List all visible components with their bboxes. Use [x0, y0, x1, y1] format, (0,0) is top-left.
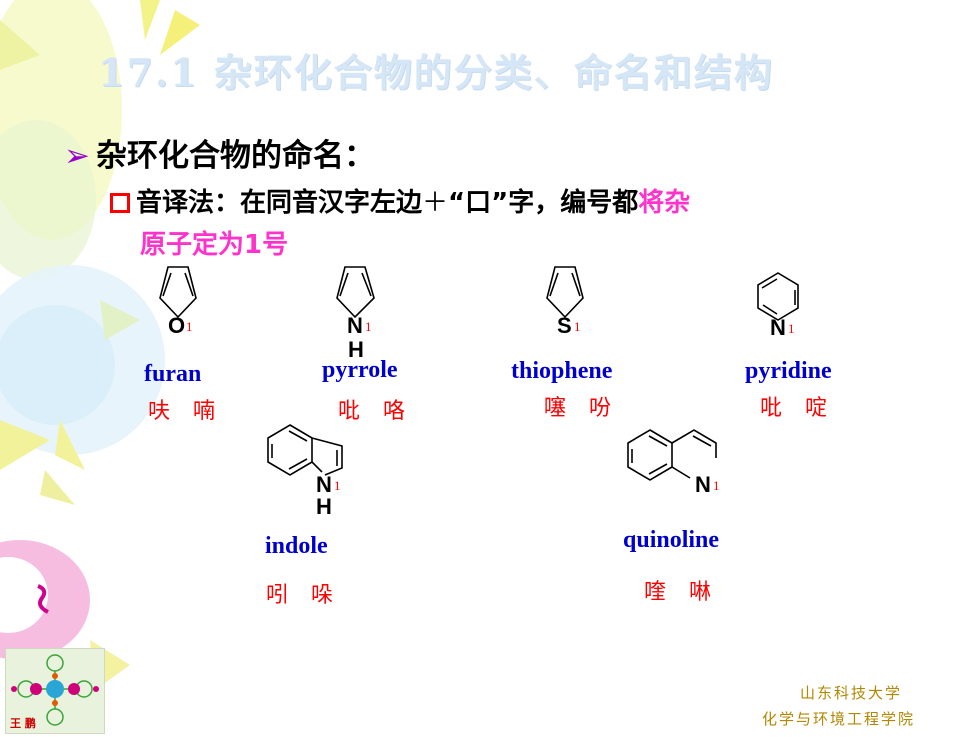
quinoline-chinese-name: 喹 啉: [644, 580, 719, 605]
slide-title: 17.1 杂环化合物的分类、命名和结构: [98, 50, 774, 95]
pyrrole-h: H: [348, 337, 364, 362]
rule-line: 音译法：在同音汉字左边＋“口”字，编号都将杂: [110, 182, 690, 219]
furan-number: 1: [186, 319, 193, 334]
thiophene-chinese-name: 噻 吩: [544, 396, 619, 421]
rule-highlight-2: 原子定为1号: [140, 230, 289, 260]
quinoline-number: 1: [713, 478, 720, 493]
pyrrole-number: 1: [365, 319, 372, 334]
pyridine-english-name: pyridine: [745, 358, 832, 384]
furan-atom: O: [168, 313, 185, 338]
footer-university: 山东科技大学: [800, 684, 903, 702]
pyrrole-structure: [336, 266, 375, 319]
rule-plus: ＋: [422, 188, 449, 218]
square-bullet-icon: [110, 193, 130, 213]
rule-highlight-1: 将杂: [638, 188, 691, 218]
indole-structure: [267, 424, 343, 476]
main-bullet-text: 杂环化合物的命名：: [95, 138, 375, 174]
pyridine-atom: N: [770, 315, 786, 340]
furan-english-name: furan: [144, 361, 202, 387]
thiophene-structure: [546, 266, 584, 319]
furan-chinese-name: 呋 喃: [148, 399, 223, 424]
footer-college: 化学与环境工程学院: [762, 710, 916, 728]
pyrrole-atom: N: [347, 313, 363, 338]
thiophene-english-name: thiophene: [511, 358, 613, 384]
thiophene-number: 1: [574, 319, 581, 334]
indole-chinese-name: 吲 哚: [266, 583, 341, 608]
pyridine-number: 1: [788, 321, 795, 336]
main-bullet: ➢杂环化合物的命名：: [64, 130, 375, 175]
indole-h: H: [316, 494, 332, 515]
pyrrole-english-name: pyrrole: [322, 357, 398, 383]
author-name: 王 鹏: [10, 717, 36, 730]
quinoline-structure: [627, 429, 717, 481]
pyridine-chinese-name: 吡 啶: [760, 396, 835, 421]
arrow-bullet-icon: ➢: [64, 138, 90, 174]
quinoline-atom: N: [695, 472, 711, 497]
pyridine-structure: [757, 272, 799, 321]
indole-english-name: indole: [265, 533, 328, 559]
thiophene-atom: S: [557, 313, 572, 338]
rule-text-a: 音译法：在同音汉字左边: [136, 188, 423, 218]
pyrrole-chinese-name: 吡 咯: [338, 399, 413, 424]
author-molecule-image: 王 鹏: [5, 648, 105, 734]
indole-atom: N: [316, 472, 332, 497]
furan-structure: [159, 266, 197, 319]
indole-number: 1: [334, 478, 341, 493]
quinoline-english-name: quinoline: [623, 527, 720, 553]
structures-canvas: O 1 N 1 H S 1 N 1 N 1 H N 1: [159, 266, 799, 515]
rule-text-b: “口”字，编号都: [448, 188, 639, 218]
molecule-icon: [11, 654, 99, 726]
